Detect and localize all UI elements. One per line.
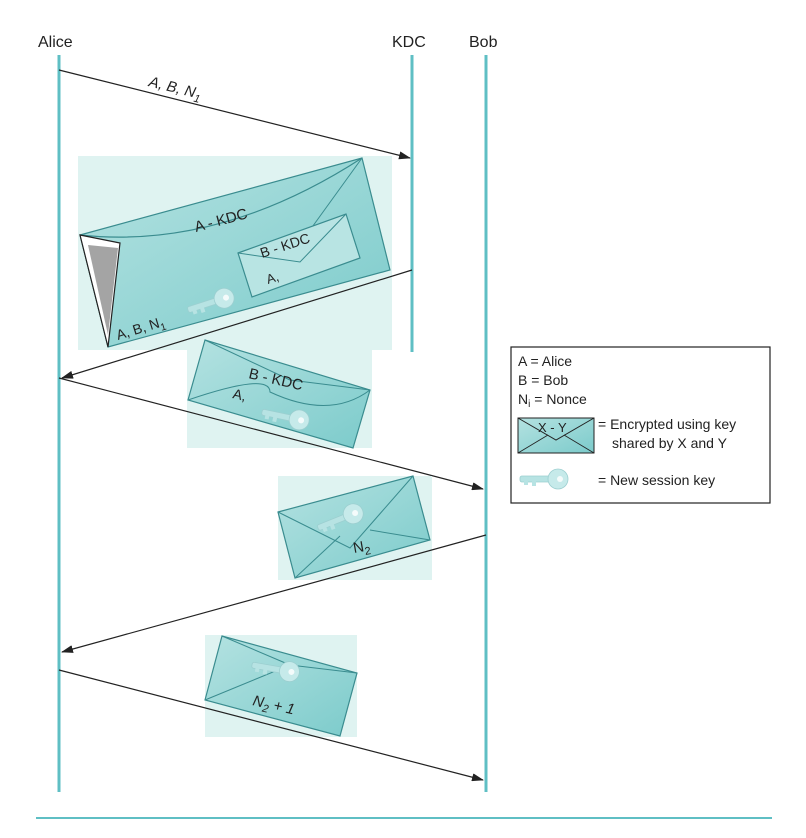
envelope-n2 <box>277 475 431 579</box>
message-5-label: N2 + 1 <box>250 692 296 721</box>
message-2-arrow <box>61 269 413 379</box>
legend-envelope-desc-2: shared by X and Y <box>612 435 728 451</box>
envelope-b-kdc-inner <box>237 213 361 298</box>
message-4-label: N2 <box>352 537 372 560</box>
message-4-arrow <box>61 534 487 653</box>
envelope-b-kdc-inner-content: A, <box>264 269 280 287</box>
envelope-n2-plus-1 <box>204 635 358 737</box>
legend-envelope-desc-1: = Encrypted using key <box>598 416 736 432</box>
legend-bob: B = Bob <box>518 372 568 388</box>
legend-envelope-icon <box>517 417 595 454</box>
message-5-arrow <box>58 669 484 782</box>
alice-label: Alice <box>38 34 73 51</box>
bob-label: Bob <box>469 34 498 51</box>
legend: A = Alice B = Bob Ni = Nonce X - Y = Enc… <box>510 346 771 504</box>
legend-key-desc: = New session key <box>598 472 715 488</box>
kdc-label: KDC <box>392 34 426 51</box>
legend-envelope-label: X - Y <box>538 420 567 435</box>
envelope-a-kdc <box>79 157 391 348</box>
message-3-arrow <box>58 377 484 491</box>
envelope-b-kdc <box>187 339 371 449</box>
message-1-label: A, B, N1 <box>145 73 203 106</box>
message-1-arrow <box>58 69 411 160</box>
legend-alice: A = Alice <box>518 353 572 369</box>
envelope-b-kdc-content: A, <box>231 385 247 404</box>
legend-nonce: Ni = Nonce <box>518 391 587 410</box>
